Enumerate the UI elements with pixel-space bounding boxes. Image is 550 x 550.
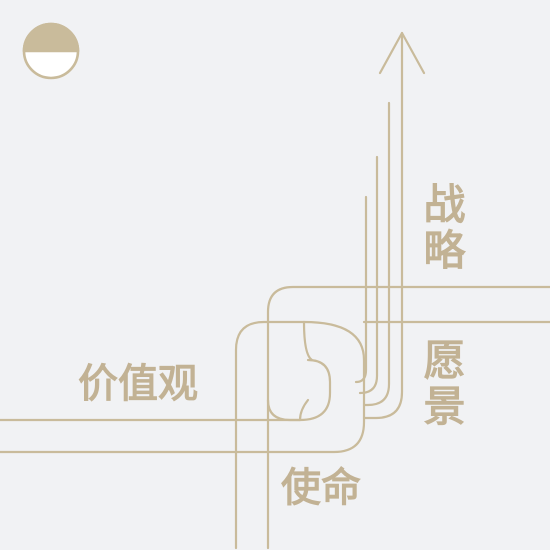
strategy-label: 战略 [417, 182, 466, 274]
knot-loops [234, 285, 368, 550]
arrow-up-icon [378, 31, 426, 75]
half-filled-circle-icon [22, 22, 80, 80]
values-label: 价值观 [78, 360, 198, 407]
vision-label: 愿景 [417, 338, 466, 430]
values-lines [0, 358, 366, 454]
vision-lines [362, 285, 550, 324]
mission-label: 使命 [281, 464, 361, 511]
